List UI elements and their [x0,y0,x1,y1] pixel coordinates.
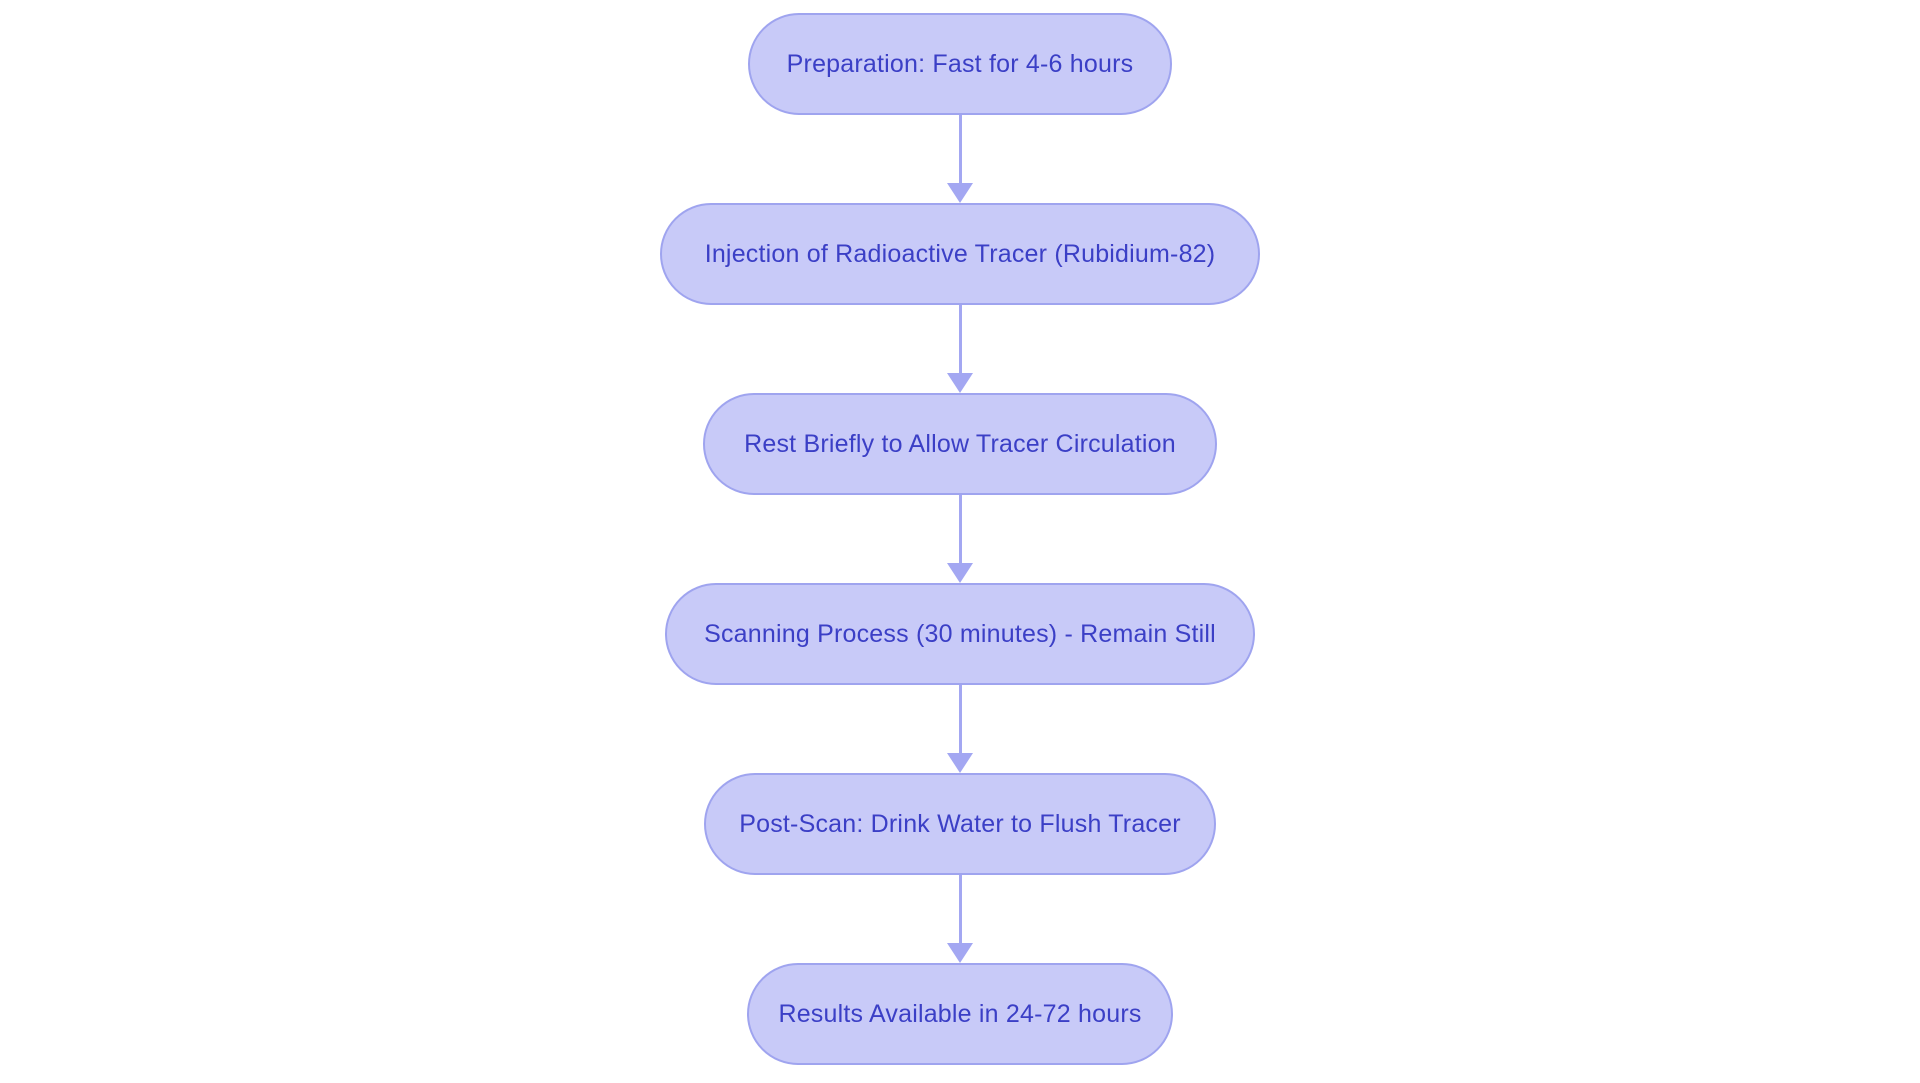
flow-arrow [947,115,973,203]
arrow-head-icon [947,373,973,393]
arrow-head-icon [947,753,973,773]
node-results: Results Available in 24-72 hours [747,963,1173,1065]
arrow-head-icon [947,183,973,203]
arrow-head-icon [947,943,973,963]
node-injection: Injection of Radioactive Tracer (Rubidiu… [660,203,1260,305]
node-rest: Rest Briefly to Allow Tracer Circulation [703,393,1217,495]
node-preparation-label: Preparation: Fast for 4-6 hours [786,49,1134,78]
flow-arrow [947,685,973,773]
arrow-line [958,495,962,563]
node-injection-label: Injection of Radioactive Tracer (Rubidiu… [704,239,1216,268]
arrow-head-icon [947,563,973,583]
node-post-scan-label: Post-Scan: Drink Water to Flush Tracer [739,809,1181,838]
arrow-line [958,115,962,183]
arrow-line [958,305,962,373]
node-preparation: Preparation: Fast for 4-6 hours [748,13,1172,115]
node-post-scan: Post-Scan: Drink Water to Flush Tracer [704,773,1216,875]
node-scanning: Scanning Process (30 minutes) - Remain S… [665,583,1255,685]
flow-arrow [947,495,973,583]
arrow-line [958,685,962,753]
flow-arrow [947,305,973,393]
node-scanning-label: Scanning Process (30 minutes) - Remain S… [704,619,1216,648]
flow-arrow [947,875,973,963]
arrow-line [958,875,962,943]
node-results-label: Results Available in 24-72 hours [778,999,1142,1028]
node-rest-label: Rest Briefly to Allow Tracer Circulation [744,429,1176,458]
